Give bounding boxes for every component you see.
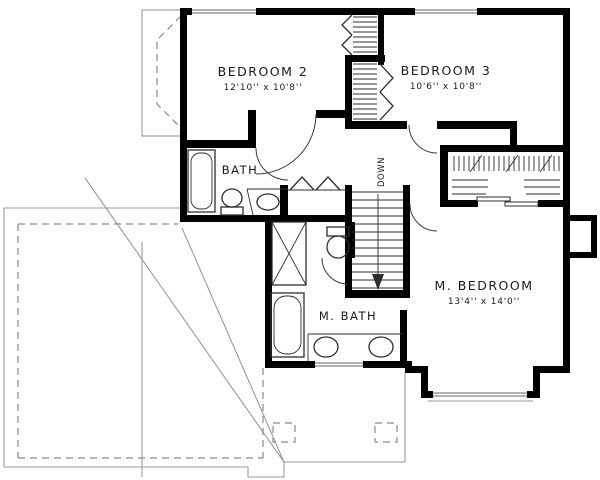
shower-stall — [271, 221, 307, 286]
room-label-bath: BATH — [222, 163, 259, 177]
chimney-chase — [570, 215, 597, 258]
bathtub — [270, 292, 305, 358]
stairs-down-label: DOWN — [377, 157, 387, 187]
master-bath-window — [315, 361, 363, 368]
double-vanity — [307, 333, 403, 361]
bay-window — [433, 391, 527, 398]
room-dims-bedroom2: 12'10'' x 10'8'' — [224, 83, 303, 93]
bathtub — [187, 149, 216, 213]
garage-below-dashed-outline — [17, 223, 264, 459]
room-label-master-bedroom: M. BEDROOM — [435, 278, 534, 293]
bypass-door-right — [504, 201, 539, 207]
toilet — [220, 188, 244, 216]
room-label-bedroom3: BEDROOM 3 — [401, 63, 492, 78]
bedroom3-window — [415, 8, 477, 15]
bedroom3-closet — [353, 63, 394, 121]
interior-walls — [180, 8, 570, 368]
bypass-door-left — [476, 196, 511, 202]
bedroom2-window — [192, 8, 256, 15]
linen-closet-bifold — [288, 176, 345, 191]
roof-outline — [3, 177, 533, 478]
room-label-master-bath: M. BATH — [319, 309, 377, 323]
room-dims-bedroom3: 10'6'' x 10'8'' — [410, 82, 482, 92]
sink-vanity — [246, 188, 288, 216]
skylight-dashed-squares — [272, 422, 398, 443]
down-arrow-head — [372, 274, 384, 290]
bath-fixtures — [187, 149, 288, 216]
door-arcs — [255, 113, 438, 285]
bedroom2-closet — [341, 14, 377, 56]
bay-projection-bedroom2 — [141, 9, 184, 137]
staircase — [352, 191, 403, 290]
master-closet — [452, 154, 560, 207]
toilet — [326, 226, 350, 259]
master-bath-fixtures — [270, 221, 403, 361]
room-label-bedroom2: BEDROOM 2 — [218, 64, 309, 79]
room-dims-master-bedroom: 13'4'' x 14'0'' — [448, 297, 520, 307]
